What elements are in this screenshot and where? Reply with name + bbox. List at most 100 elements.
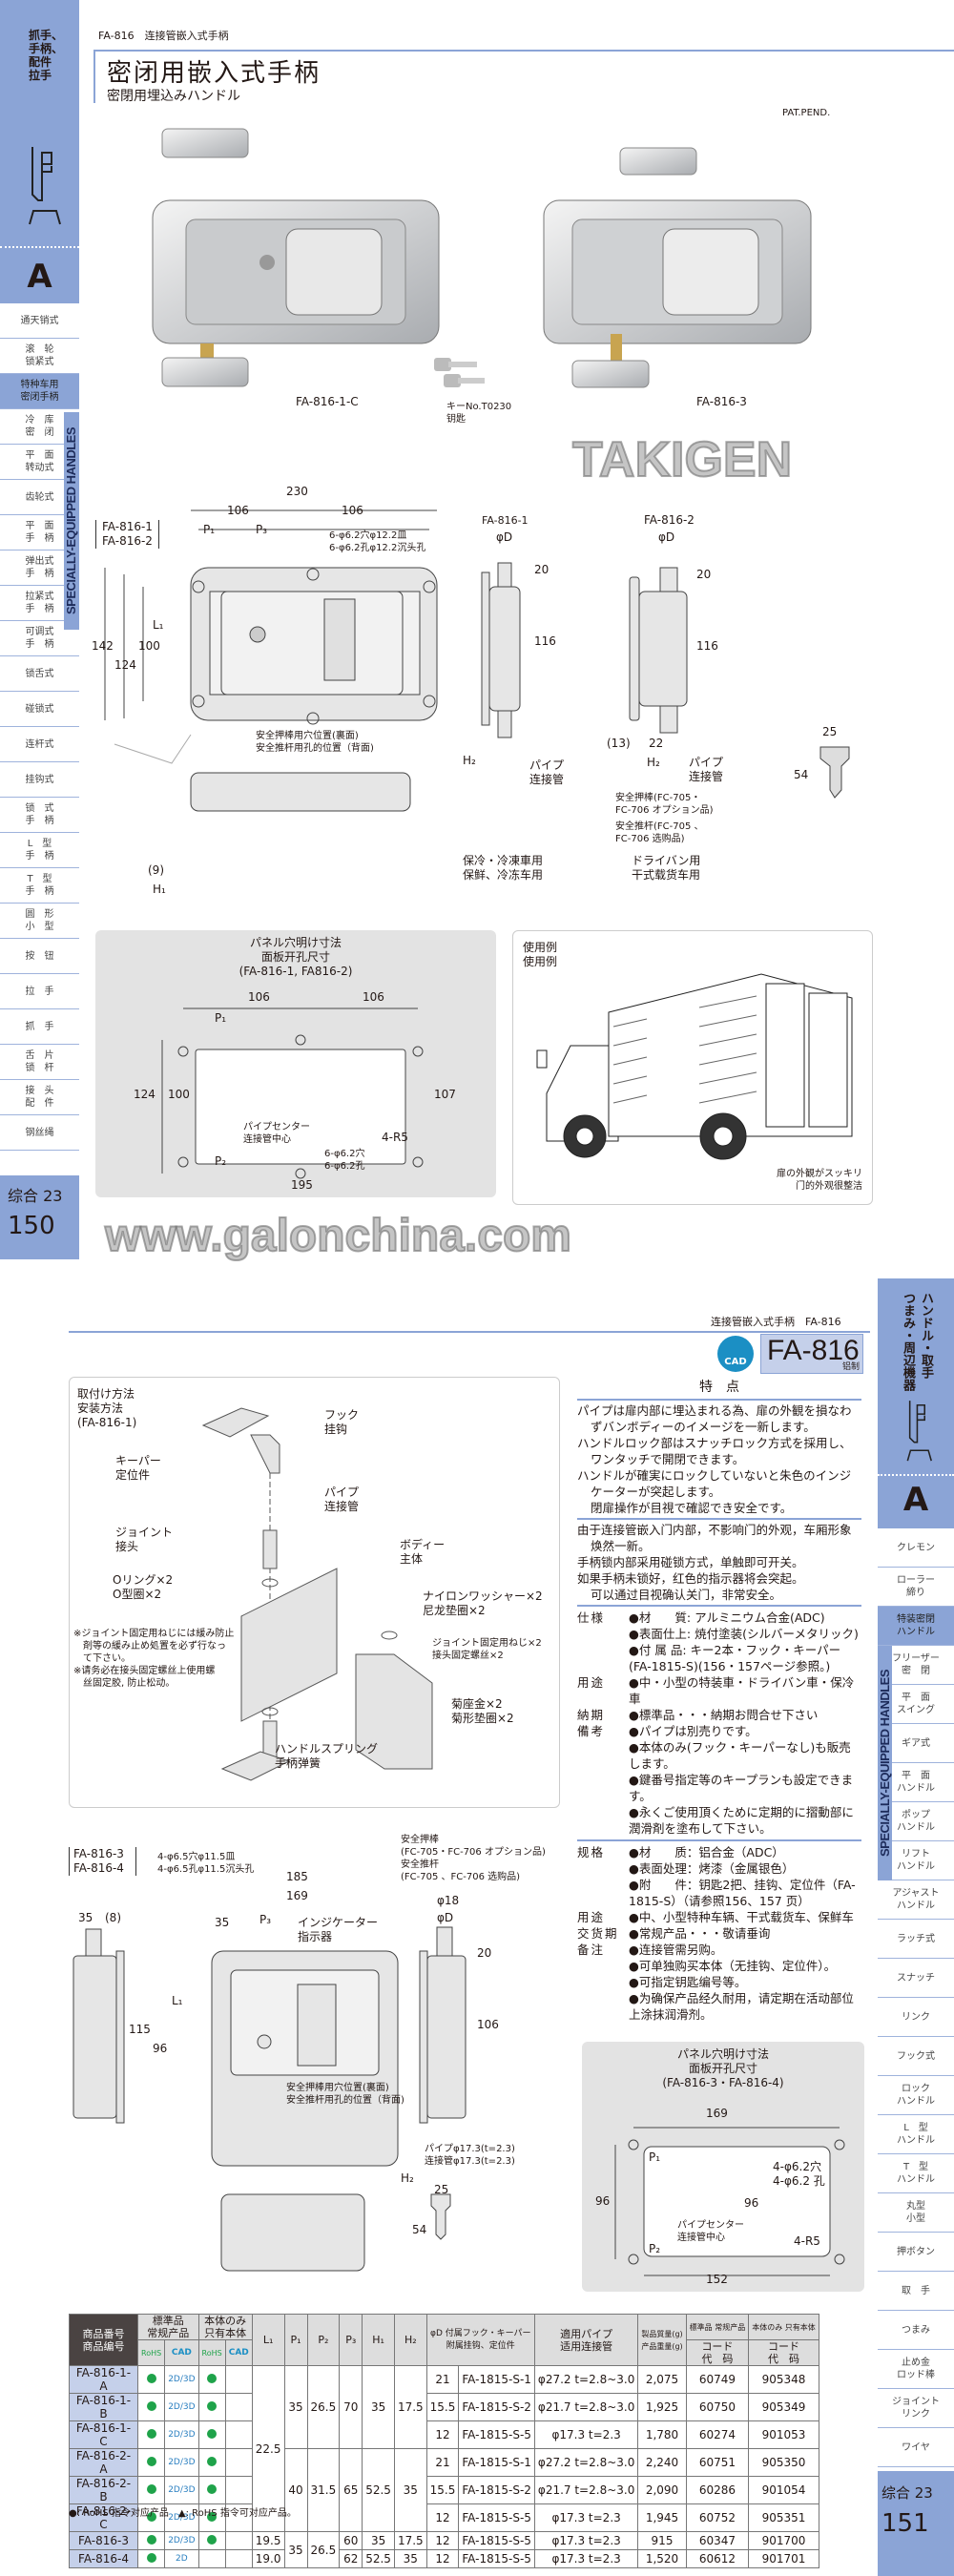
sidebar-item[interactable]: T 型 手 柄 [0,868,79,904]
sidebar-item[interactable]: ポップ ハンドル [878,1802,954,1841]
sidebar-item[interactable]: 滚 轮 锁紧式 [0,339,79,374]
panel-cutout-title: パネル穴明け寸法 面板开孔尺寸 (FA-816-1, FA816-2) [238,936,353,978]
cad-download-cell[interactable]: 2D/3D [164,2420,199,2449]
cad-download-cell[interactable]: 2D [164,2549,199,2568]
rohs-dot-icon [146,2429,156,2439]
sidebar-item[interactable]: 拉 手 [0,974,79,1009]
feature-item: ハンドルが確実にロックしていないと朱色のインジケーターが突起します。 閉扉操作が… [577,1468,852,1515]
sidebar-item[interactable]: 特种车用 密闭手柄 [0,374,79,409]
safety-rod-label: 安全押棒(FC-705・ FC-706 オプション品) [615,793,714,816]
panel-dim-106-left: 106 [248,990,270,1004]
spec-value: ●表面处理：烤漆（金属银色） [629,1861,795,1876]
part-joint: ジョイント 接头 [115,1526,174,1553]
dimension-cell: 12 [425,2420,460,2449]
photo-label-fa-816-3: FA-816-3 [696,395,747,408]
sidebar-item[interactable]: 挂钩式 [0,762,79,798]
features-heading: 特 点 [577,1377,861,1401]
sidebar-item[interactable]: 锁 式 手 柄 [0,798,79,833]
indicator-label: インジケーター 指示器 [298,1916,379,1943]
sidebar-item[interactable]: L 型 ハンドル [878,2115,954,2154]
sidebar-item[interactable]: 接 头 配 件 [0,1080,79,1115]
sidebar-item[interactable]: 可调式 手 柄 [0,621,79,656]
sidebar-item[interactable]: 锁舌式 [0,656,79,692]
sidebar-item[interactable]: ローラー 締り [878,1568,954,1607]
sidebar-item[interactable]: ギア式 [878,1724,954,1763]
sidebar-item[interactable]: T 型 ハンドル [878,2154,954,2193]
cad-download-cell[interactable]: 2D/3D [164,2393,199,2421]
sidebar-item[interactable]: フリーザー 密 閉 [878,1646,954,1685]
sidebar-item[interactable]: スナッチ [878,1959,954,1998]
th-standard: 標準品 常规产品 [137,2314,199,2340]
sidebar-item[interactable]: つまみ [878,2311,954,2350]
rohs-standard-cell [136,2448,166,2477]
rohs-body-cell [197,2549,226,2568]
side1-dim-116: 116 [534,634,556,648]
sidebar-item[interactable]: 平 面 ハンドル [878,1763,954,1802]
sidebar-item[interactable]: ラッチ式 [878,1920,954,1959]
sidebar-item[interactable]: 丸型 小型 [878,2193,954,2233]
spec-key: 交货期 [577,1926,619,1941]
sidebar-item[interactable]: 按 钮 [0,939,79,974]
sidebar-item[interactable]: 通天销式 [0,303,79,339]
sidebar-item[interactable]: ジョイント リンク [878,2389,954,2428]
cad-download-cell[interactable]: 2D/3D [164,2503,199,2532]
sidebar-item[interactable]: クレモン [878,1528,954,1568]
code-body-cell: 905350 [748,2448,819,2477]
sidebar-item[interactable]: フック式 [878,2037,954,2076]
sidebar-item[interactable]: リンク [878,1998,954,2037]
sidebar-item[interactable]: 抓 手 [0,1009,79,1045]
sidebar-item[interactable]: 碰锁式 [0,692,79,727]
sidebar-item[interactable]: 弹出式 手 柄 [0,551,79,586]
dimension-cell: 31.5 [306,2448,341,2532]
sidebar-item[interactable]: 特装密閉 ハンドル [878,1607,954,1646]
hook-cell: FA-1815-S-2 [458,2476,535,2504]
sidebar-item[interactable]: 钢丝绳 [0,1115,79,1151]
sidebar-item[interactable]: 止め金 ロッド棒 [878,2350,954,2389]
sidebar-item[interactable]: 齿轮式 [0,480,79,515]
sidebar-item[interactable]: 舌 片 锁 杆 [0,1045,79,1080]
sidebar-item[interactable]: アジャスト ハンドル [878,1880,954,1920]
cad-badge[interactable]: CAD [717,1336,754,1372]
dimension-cell: 62 [339,2549,363,2568]
key-drawing [819,746,850,799]
spec-value: ●可单独购买本体（无挂钩、定位件）。 [629,1959,837,1973]
usage-example-box: 使用例 使用例 扉の外観がスッキリ 门的外观很整洁 [512,930,873,1205]
drawing2-pipe-label: パイプφ17.3(t=2.3) 连接管φ17.3(t=2.3) [425,2144,515,2167]
key-dim-54: 54 [794,768,809,781]
panel-dim-100: 100 [168,1088,190,1101]
sidebar-item[interactable]: L 型 手 柄 [0,833,79,868]
cad-download-cell[interactable]: 2D/3D [164,2448,199,2477]
sidebar-item[interactable]: 平 面 转动式 [0,445,79,480]
side2-h2: H₂ [647,756,660,769]
dimension-cell: 40 [283,2448,308,2532]
sidebar-item[interactable]: 冷 库 密 闭 [0,409,79,445]
part-number-cell: FA-816-3 [69,2531,138,2550]
sidebar-item[interactable]: 拉紧式 手 柄 [0,586,79,621]
sidebar-item[interactable]: ロック ハンドル [878,2076,954,2115]
sidebar-item[interactable]: 平 面 手 柄 [0,515,79,551]
features-section: 特 点 パイプは扉内部に埋込まれる為、扉の外観を損なわずバンボディーのイメージを… [577,1377,861,2025]
sidebar-item[interactable]: 取 手 [878,2272,954,2311]
install-note: ※ジョイント固定用ねじには緩み防止 剤等の緩み止め処置を必ず行なっ て下さい。 … [73,1629,235,1689]
sidebar-item[interactable]: 平 面 スイング [878,1685,954,1724]
rohs-dot-icon [207,2535,218,2545]
right-category-label: ハンドル・取手 つまみ・周辺機器 [901,1292,933,1391]
cad-download-cell[interactable]: 2D/3D [164,2476,199,2504]
code-body-cell: 905351 [748,2503,819,2532]
sidebar-item[interactable]: 圆 形 小 型 [0,904,79,939]
hook-cell: FA-1815-S-5 [458,2503,535,2532]
part-nylon-washer: ナイロンワッシャー×2 尼龙垫圈×2 [423,1589,543,1617]
cad-download-cell[interactable]: 2D/3D [164,2531,199,2550]
sidebar-item[interactable]: リフト ハンドル [878,1841,954,1880]
sidebar-item[interactable]: 连杆式 [0,727,79,762]
spec-value: ●材 質: アルミニウム合金(ADC) [629,1610,825,1625]
sidebar-item[interactable]: ワイヤ [878,2428,954,2467]
watermark-brand: TAKIGEN [571,431,793,488]
left-page-footer: 综合 23 150 [0,1175,79,1259]
spec-row: 备注●连接管需另购。●可单独购买本体（无挂钩、定位件）。●可指定钥匙编号等。●为… [577,1942,861,2023]
rohs-dot-icon [146,2401,156,2411]
cad-download-cell[interactable]: 2D/3D [164,2365,199,2394]
sidebar-item[interactable]: 押ボタン [878,2233,954,2272]
dimension-cell: 65 [339,2448,363,2532]
